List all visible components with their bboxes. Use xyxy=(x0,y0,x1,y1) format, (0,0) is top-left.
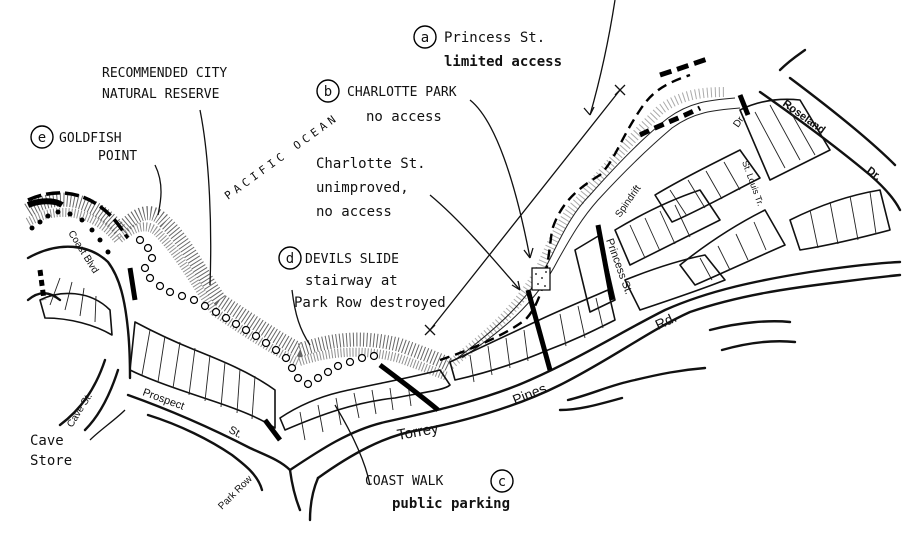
label-princess-st: Princess St. xyxy=(444,30,545,46)
svg-text:public parking: public parking xyxy=(392,496,510,512)
annotation-b: b CHARLOTTE PARK no access xyxy=(316,79,457,125)
svg-text:no access: no access xyxy=(316,204,392,220)
marker-a xyxy=(413,25,437,49)
svg-text:Park Row destroyed: Park Row destroyed xyxy=(294,295,446,311)
svg-text:a: a xyxy=(421,30,429,46)
charlotte-park-patch xyxy=(531,267,551,291)
street-torrey: Torrey xyxy=(396,420,440,444)
street-roseland-dr: Dr. xyxy=(864,165,883,183)
annotation-e: e GOLDFISH POINT xyxy=(30,125,137,164)
marker-d xyxy=(278,246,302,270)
annotation-cave-store: Cave Store xyxy=(30,433,72,469)
marker-c xyxy=(490,469,514,493)
trail-dots xyxy=(135,235,379,389)
street-pines: Pines xyxy=(510,380,548,408)
marker-e xyxy=(30,125,54,149)
street-spindrift: Spindrift xyxy=(613,183,643,220)
svg-text:DEVILS SLIDE: DEVILS SLIDE xyxy=(305,252,399,267)
svg-text:NATURAL RESERVE: NATURAL RESERVE xyxy=(102,87,219,102)
svg-text:stairway at: stairway at xyxy=(305,273,398,289)
label-b-no-access: no access xyxy=(366,109,442,125)
city-blocks xyxy=(39,98,891,441)
svg-text:GOLDFISH: GOLDFISH xyxy=(59,131,122,146)
label-limited-access: limited access xyxy=(444,54,562,70)
svg-text:COAST WALK: COAST WALK xyxy=(365,474,443,489)
street-park-row: Park Row xyxy=(216,473,255,512)
street-roseland: Roseland xyxy=(780,98,827,137)
leader-lines xyxy=(89,0,626,486)
svg-text:b: b xyxy=(324,84,332,100)
charlotte-st-bar xyxy=(525,289,553,371)
svg-text:Store: Store xyxy=(30,453,72,469)
street-spindrift-dr: Dr. xyxy=(731,113,747,130)
annotation-reserve: RECOMMENDED CITY NATURAL RESERVE xyxy=(102,66,227,102)
annotation-charlotte-st: Charlotte St. unimproved, no access xyxy=(316,156,426,220)
marker-b xyxy=(316,79,340,103)
svg-text:POINT: POINT xyxy=(98,149,137,164)
street-prospect-st: St. xyxy=(227,424,245,441)
svg-text:Charlotte St.: Charlotte St. xyxy=(316,156,426,172)
annotation-c: COAST WALK c public parking xyxy=(365,469,514,512)
heavy-accents xyxy=(37,55,751,442)
roads xyxy=(26,48,902,522)
shoreline-goldfish xyxy=(27,191,130,240)
svg-text:d: d xyxy=(286,251,294,267)
svg-text:RECOMMENDED CITY: RECOMMENDED CITY xyxy=(102,66,227,81)
svg-text:e: e xyxy=(38,130,46,146)
street-names: Coast Blvd Cave St. Prospect St. Park Ro… xyxy=(65,98,883,512)
street-st-louis-tr: St. Louis Tr. xyxy=(740,159,766,207)
offshore-boundary-line xyxy=(439,73,691,362)
annotation-d: d DEVILS SLIDE stairway at Park Row dest… xyxy=(278,246,446,311)
svg-text:c: c xyxy=(498,474,506,490)
label-charlotte-park: CHARLOTTE PARK xyxy=(347,85,457,100)
svg-text:unimproved,: unimproved, xyxy=(316,180,409,196)
svg-text:Cave: Cave xyxy=(30,433,64,449)
cliff-hatching xyxy=(24,87,741,381)
annotation-a: a Princess St. limited access xyxy=(413,25,562,70)
